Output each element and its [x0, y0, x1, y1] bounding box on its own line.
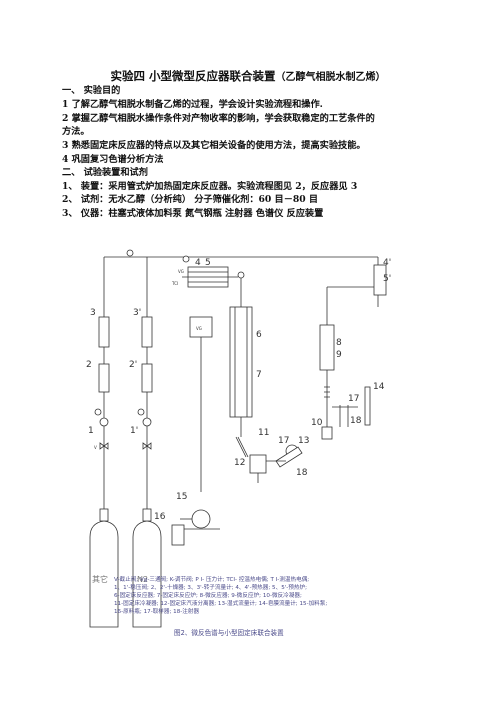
label-5: 5: [205, 258, 211, 268]
label-vg: VG: [178, 269, 184, 274]
label-2p: 2': [129, 360, 137, 370]
title-main: 实验四 小型微型反应器联合装置: [110, 69, 276, 83]
figure-caption: 图2、微反色谱与小型固定床联合装置: [174, 628, 284, 637]
apparatus-item-2: 2、 试剂：无水乙醇（分析纯） 分子筛催化剂：60 目－80 目: [62, 194, 319, 205]
label-9: 9: [336, 350, 342, 360]
label-5p: 5': [383, 274, 391, 284]
label-7: 7: [256, 370, 262, 380]
label-4p: 4': [383, 258, 391, 268]
cylinder-label-other: 其它: [92, 574, 108, 584]
fixed-bed-reactor-6: [229, 306, 253, 418]
label-10: 10: [311, 418, 323, 428]
legend-line-2: 1、1'-稳压阀; 2、2'-十燥器; 3、3'-转子流量计; 4、4'-预热器…: [114, 583, 307, 591]
soap-flowmeter-14: [364, 386, 371, 426]
process-flow-diagram: 3 3' 2 2' 1 1' 4 5 4' 5' 6 7 8 9 10 11 1…: [86, 249, 391, 637]
label-v: V: [94, 445, 97, 450]
apparatus-item-3: 3、 仪器：柱塞式液体加料泵 氮气钢瓶 注射器 色谱仪 反应装置: [62, 208, 324, 219]
label-17b: 17: [348, 394, 359, 404]
label-4: 4: [195, 258, 201, 268]
purpose-item-3: 3 熟悉固定床反应器的特点以及其它相关设备的使用方法，提高实验技能。: [62, 140, 366, 151]
label-3p: 3': [133, 308, 141, 318]
legend-line-4: 11-固定床冷凝器; 12-固定床汽液分离器; 13-湿式流量计; 14-皂膜流…: [114, 599, 327, 607]
label-16: 16: [154, 512, 166, 522]
title-subtitle: （乙醇气相脱水制乙烯）: [275, 72, 386, 83]
feed-bottle-16: [171, 524, 185, 546]
micro-reactor-8: [319, 324, 335, 371]
label-1p: 1': [130, 426, 138, 436]
label-17a: 17: [278, 436, 289, 446]
purpose-item-2-cont: 方法。: [62, 126, 90, 137]
label-vg-box: VG: [196, 326, 202, 331]
label-1: 1: [88, 426, 94, 436]
legend-line-3: 6-固定床反应器; 7-固定床反应炉; 8-微反应器; 9-微反应炉; 10-微…: [114, 591, 302, 599]
rotameter-3: [98, 316, 110, 348]
rotameter-3p: [141, 316, 153, 348]
page-title: 实验四 小型微型反应器联合装置（乙醇气相脱水制乙烯）: [0, 68, 496, 84]
label-13: 13: [298, 436, 309, 446]
purpose-item-2: 2 掌握乙醇气相脱水操作条件对产物收率的影响，学会获取稳定的工艺条件的: [62, 113, 375, 124]
label-tci: TCI: [171, 281, 178, 286]
preheater-4p: [373, 264, 387, 296]
separator-12: [249, 454, 267, 474]
label-18a: 18: [296, 468, 308, 478]
label-12: 12: [234, 458, 245, 468]
label-3: 3: [90, 308, 96, 318]
legend-line-1: V-截止阀; Vg-三通阀; K-调节阀; P I- 压力计; TCI- 控温热…: [114, 575, 309, 583]
purpose-item-1: 1 了解乙醇气相脱水制备乙烯的过程，学会设计实验流程和操作.: [62, 99, 323, 110]
section-heading-purpose: 一、 实验目的: [62, 85, 121, 96]
dryer-2p: [141, 363, 153, 393]
cylinder-label-n2: N2: [137, 575, 148, 584]
apparatus-item-1: 1、 装置：采用管式炉加热固定床反应器。实验流程图见 2，反应器见 3: [62, 181, 358, 192]
legend-line-5: 16-原料瓶; 17-取样器; 18-注射器: [114, 607, 199, 615]
feed-pump-15: [191, 509, 211, 529]
label-18b: 18: [350, 416, 362, 426]
label-6: 6: [256, 330, 262, 340]
label-14: 14: [373, 382, 385, 392]
label-8: 8: [336, 338, 342, 348]
section-heading-apparatus: 二、 试验装置和试剂: [62, 167, 148, 178]
label-2: 2: [86, 360, 92, 370]
dryer-2: [98, 363, 110, 393]
label-15: 15: [176, 492, 187, 502]
label-11: 11: [258, 428, 269, 438]
purpose-item-4: 4 巩固复习色谱分析方法: [62, 154, 164, 165]
